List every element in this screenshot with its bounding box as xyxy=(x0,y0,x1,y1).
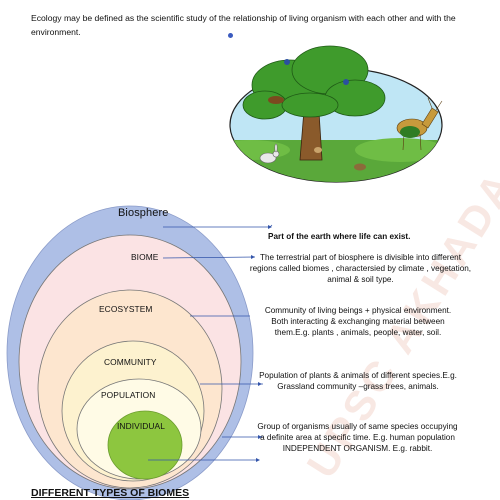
level-label-biosphere: Biosphere xyxy=(118,207,169,219)
bullet-dot xyxy=(228,33,233,38)
individual-circle xyxy=(107,410,183,480)
desc-biome: The terrestrial part of biosphere is div… xyxy=(249,253,472,284)
intro-paragraph: Ecology may be defined as the scientific… xyxy=(31,13,456,37)
bird xyxy=(343,79,349,85)
desc-population: Group of organisms usually of same speci… xyxy=(257,422,458,453)
bird xyxy=(284,59,290,65)
turtle xyxy=(354,163,366,171)
nest xyxy=(268,96,284,104)
level-label-ecosystem: ECOSYSTEM xyxy=(99,304,153,314)
desc-biosphere: Part of the earth where life can exist. xyxy=(268,232,411,241)
rabbit xyxy=(259,143,280,164)
level-label-individual: INDIVIDUAL xyxy=(117,421,166,431)
mushroom xyxy=(314,147,322,153)
level-label-community: COMMUNITY xyxy=(104,357,157,367)
leader-lines xyxy=(148,224,273,461)
leader-arrowheads xyxy=(251,225,272,462)
level-label-population: POPULATION xyxy=(101,390,156,400)
section-heading: DIFFERENT TYPES OF BIOMES xyxy=(31,487,190,499)
desc-community: Population of plants & animals of differ… xyxy=(259,371,457,391)
level-label-biome: BIOME xyxy=(131,252,159,262)
tree-foliage xyxy=(242,45,386,120)
bush xyxy=(400,126,420,138)
desc-ecosystem: Community of living beings + physical en… xyxy=(264,306,452,337)
